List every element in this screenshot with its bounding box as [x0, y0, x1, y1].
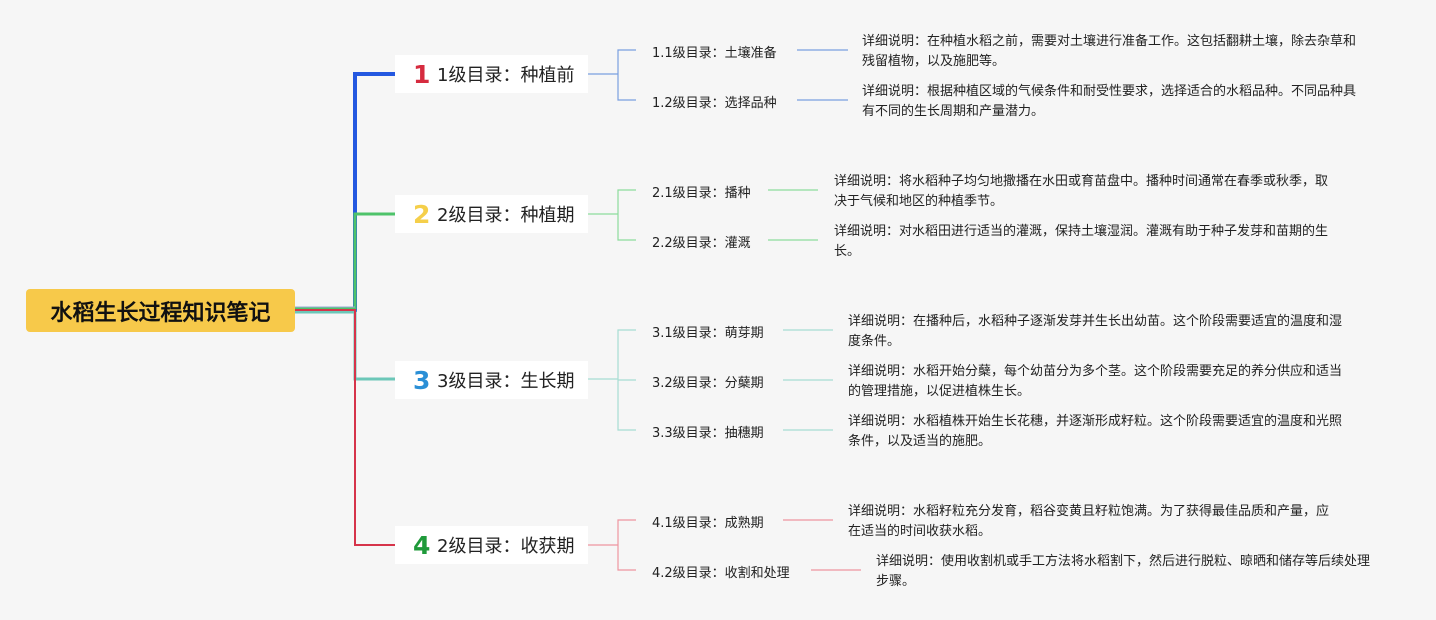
topic-section-4[interactable]: 4 2级目录：收获期	[395, 526, 588, 564]
detail-3-1: 详细说明：在播种后，水稻种子逐渐发芽并生长出幼苗。这个阶段需要适宜的温度和湿度条…	[848, 314, 1343, 349]
detail-4-1: 详细说明：水稻籽粒充分发育，稻谷变黄且籽粒饱满。为了获得最佳品质和产量，应在适当…	[848, 504, 1330, 539]
subtopic-3-1[interactable]: 3.1级目录：萌芽期	[652, 326, 764, 341]
topic-label: 2级目录：收获期	[437, 536, 575, 557]
subtopic-1-1[interactable]: 1.1级目录：土壤准备	[652, 46, 777, 61]
subtopic-1-2[interactable]: 1.2级目录：选择品种	[652, 96, 777, 111]
topic-section-1[interactable]: 1 1级目录：种植前	[395, 55, 588, 93]
topic-label: 2级目录：种植期	[437, 205, 575, 226]
subtopic-2-1[interactable]: 2.1级目录：播种	[652, 186, 751, 201]
subtopic-3-2[interactable]: 3.2级目录：分蘖期	[652, 376, 764, 391]
topic-section-2[interactable]: 2 2级目录：种植期	[395, 195, 588, 233]
topic-section-3[interactable]: 3 3级目录：生长期	[395, 361, 588, 399]
detail-4-2: 详细说明：使用收割机或手工方法将水稻割下，然后进行脱粒、晾晒和储存等后续处理步骤…	[876, 554, 1371, 589]
detail-1-2: 详细说明：根据种植区域的气候条件和耐受性要求，选择适合的水稻品种。不同品种具有不…	[862, 84, 1357, 119]
subtopic-3-3[interactable]: 3.3级目录：抽穗期	[652, 426, 764, 441]
subtopic-4-1[interactable]: 4.1级目录：成熟期	[652, 516, 764, 531]
number-2-icon: 2	[413, 199, 431, 229]
detail-3-2: 详细说明：水稻开始分蘖，每个幼苗分为多个茎。这个阶段需要充足的养分供应和适当的管…	[848, 364, 1343, 399]
detail-1-1: 详细说明：在种植水稻之前，需要对土壤进行准备工作。这包括翻耕土壤，除去杂草和残留…	[862, 34, 1357, 69]
root-title: 水稻生长过程知识笔记	[50, 300, 271, 326]
topic-label: 3级目录：生长期	[437, 371, 575, 392]
root-topic[interactable]: 水稻生长过程知识笔记	[26, 289, 295, 332]
detail-2-2: 详细说明：对水稻田进行适当的灌溉，保持土壤湿润。灌溉有助于种子发芽和苗期的生长。	[834, 224, 1329, 259]
detail-3-3: 详细说明：水稻植株开始生长花穗，并逐渐形成籽粒。这个阶段需要适宜的温度和光照条件…	[848, 414, 1343, 449]
subtopic-2-2[interactable]: 2.2级目录：灌溉	[652, 236, 751, 251]
topic-label: 1级目录：种植前	[437, 65, 575, 86]
number-3-icon: 3	[413, 365, 431, 395]
subtopic-4-2[interactable]: 4.2级目录：收割和处理	[652, 566, 790, 581]
number-4-icon: 4	[413, 530, 431, 560]
detail-2-1: 详细说明：将水稻种子均匀地撒播在水田或育苗盘中。播种时间通常在春季或秋季，取决于…	[834, 174, 1329, 209]
number-1-icon: 1	[413, 59, 431, 89]
